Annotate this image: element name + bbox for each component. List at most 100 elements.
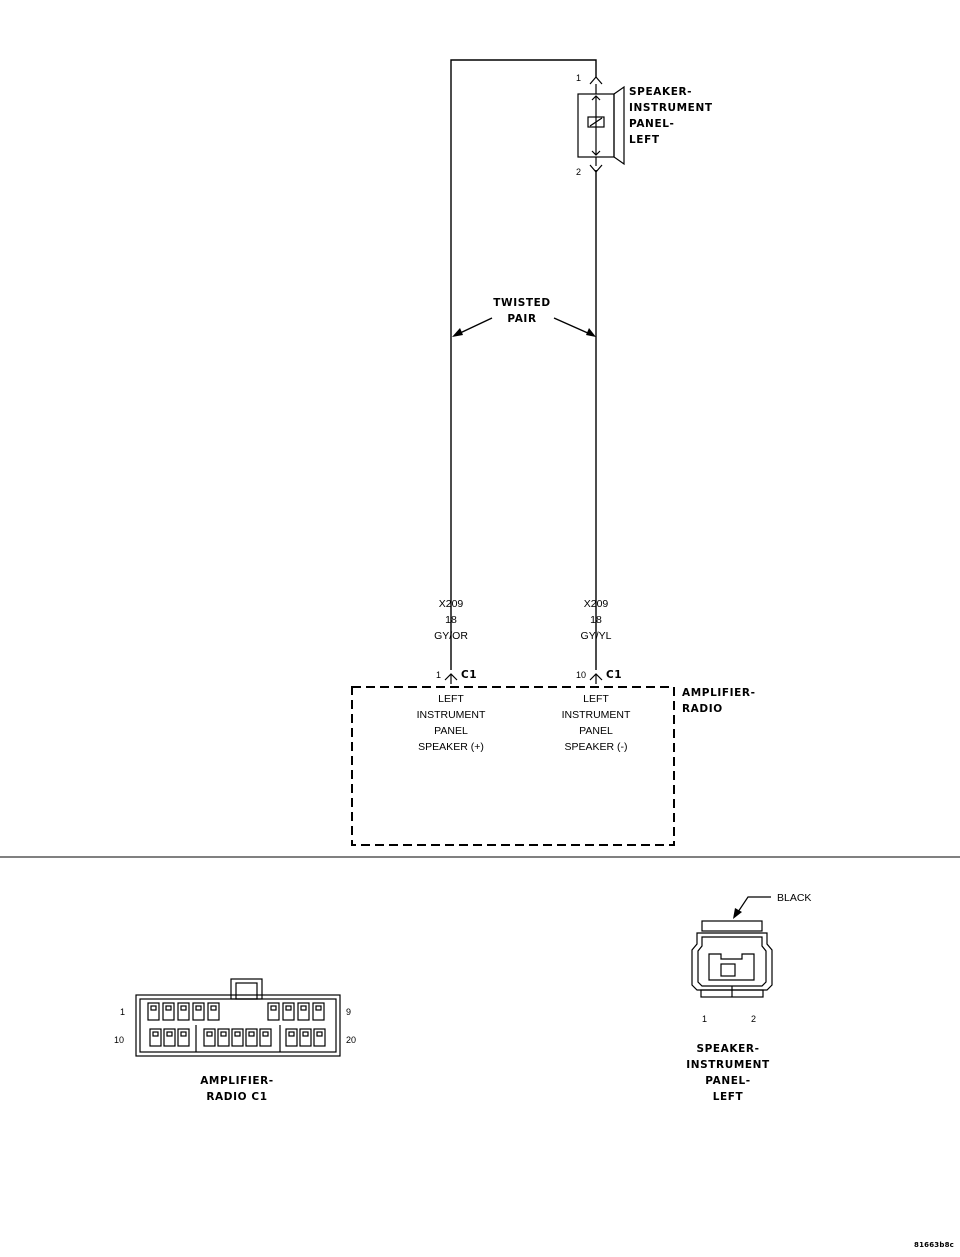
- c1-terminal-contact: [270, 1005, 277, 1011]
- c1-terminal-cavity: [259, 1028, 272, 1047]
- svg-text:PAIR: PAIR: [507, 313, 536, 325]
- c1-caption: AMPLIFIER- RADIO C1: [200, 1075, 274, 1103]
- c1-pin-10-symbol: [589, 673, 603, 684]
- c1-terminal-cavity: [149, 1028, 162, 1047]
- c1-terminal-contact: [195, 1005, 202, 1011]
- wire-left-label: X209 18 GY/OR: [434, 598, 468, 642]
- svg-text:INSTRUMENT: INSTRUMENT: [562, 709, 631, 721]
- c1-terminal-contact: [166, 1031, 173, 1037]
- wire-right-label: X209 18 GY/YL: [581, 598, 612, 642]
- c1-terminal-cavity: [312, 1002, 325, 1021]
- svg-text:LEFT: LEFT: [583, 693, 609, 705]
- c1-terminal-contact: [220, 1031, 227, 1037]
- c1-face-pin-10: 10: [114, 1035, 124, 1045]
- svg-text:AMPLIFIER-: AMPLIFIER-: [682, 687, 756, 699]
- speaker-pin-1: 1: [576, 73, 581, 83]
- svg-text:GY/YL: GY/YL: [581, 630, 612, 642]
- svg-text:PANEL: PANEL: [579, 725, 613, 737]
- c1-terminal-contact: [210, 1005, 217, 1011]
- amplifier-pin-1-function: LEFT INSTRUMENT PANEL SPEAKER (+): [417, 693, 486, 753]
- wire-left: [450, 59, 597, 670]
- svg-text:LEFT: LEFT: [713, 1091, 744, 1103]
- c1-terminal-cavity: [282, 1002, 295, 1021]
- c1-terminal-cavity: [267, 1002, 280, 1021]
- c1-terminal-contact: [180, 1005, 187, 1011]
- speaker-connector-caption: SPEAKER- INSTRUMENT PANEL- LEFT: [686, 1043, 770, 1103]
- svg-text:PANEL: PANEL: [434, 725, 468, 737]
- c1-face-pin-9: 9: [346, 1007, 351, 1017]
- amplifier-radio-box: [351, 686, 675, 846]
- c1-pin-10-connector: C1: [606, 669, 622, 681]
- c1-pin-1-symbol: [444, 673, 458, 684]
- svg-text:INSTRUMENT: INSTRUMENT: [629, 102, 713, 114]
- c1-terminal-contact: [285, 1005, 292, 1011]
- twisted-pair-arrow-left: [452, 317, 493, 337]
- speaker-connector-color: BLACK: [777, 892, 811, 904]
- svg-text:TWISTED: TWISTED: [493, 297, 550, 309]
- c1-terminal-contact: [234, 1031, 241, 1037]
- svg-text:SPEAKER-: SPEAKER-: [696, 1043, 759, 1055]
- c1-terminal-cavity: [177, 1002, 190, 1021]
- svg-text:RADIO: RADIO: [682, 703, 723, 715]
- svg-text:LEFT: LEFT: [629, 134, 660, 146]
- svg-text:X209: X209: [584, 598, 609, 610]
- svg-text:AMPLIFIER-: AMPLIFIER-: [200, 1075, 274, 1087]
- c1-terminal-cavity: [313, 1028, 326, 1047]
- svg-text:X209: X209: [439, 598, 464, 610]
- c1-terminal-contact: [180, 1031, 187, 1037]
- c1-terminal-cavity: [163, 1028, 176, 1047]
- svg-text:18: 18: [445, 614, 457, 626]
- c1-terminal-contact: [300, 1005, 307, 1011]
- speaker-symbol: [577, 76, 625, 173]
- c1-terminal-cavity: [217, 1028, 230, 1047]
- svg-text:GY/OR: GY/OR: [434, 630, 468, 642]
- c1-terminal-cavity: [203, 1028, 216, 1047]
- amplifier-name: AMPLIFIER- RADIO: [682, 687, 756, 715]
- c1-terminal-cavity: [192, 1002, 205, 1021]
- c1-terminal-cavity: [245, 1028, 258, 1047]
- c1-terminal-contact: [262, 1031, 269, 1037]
- c1-terminal-cavity: [297, 1002, 310, 1021]
- twisted-pair-arrow-right: [553, 317, 596, 337]
- c1-terminal-contact: [165, 1005, 172, 1011]
- c1-terminal-contact: [316, 1031, 323, 1037]
- c1-terminal-contact: [152, 1031, 159, 1037]
- twisted-pair-label: TWISTED PAIR: [493, 297, 550, 325]
- speaker-connector-face: [691, 896, 773, 998]
- svg-text:SPEAKER (+): SPEAKER (+): [418, 741, 484, 753]
- svg-text:INSTRUMENT: INSTRUMENT: [417, 709, 486, 721]
- svg-text:LEFT: LEFT: [438, 693, 464, 705]
- c1-terminal-cavity: [285, 1028, 298, 1047]
- c1-pin-1-number: 1: [436, 670, 441, 680]
- c1-terminal-cavity: [231, 1028, 244, 1047]
- c1-terminal-cavity: [177, 1028, 190, 1047]
- c1-face-pin-1: 1: [120, 1007, 125, 1017]
- svg-text:PANEL-: PANEL-: [629, 118, 674, 130]
- speaker-pin-2: 2: [576, 167, 581, 177]
- svg-text:RADIO C1: RADIO C1: [206, 1091, 267, 1103]
- c1-terminal-contact: [248, 1031, 255, 1037]
- c1-terminal-contact: [206, 1031, 213, 1037]
- c1-pin-10-number: 10: [576, 670, 586, 680]
- c1-pin-1-connector: C1: [461, 669, 477, 681]
- c1-face-pin-20: 20: [346, 1035, 356, 1045]
- svg-text:INSTRUMENT: INSTRUMENT: [686, 1059, 770, 1071]
- svg-text:SPEAKER (-): SPEAKER (-): [564, 741, 627, 753]
- c1-terminal-contact: [315, 1005, 322, 1011]
- amplifier-radio-c1-connector-face: [135, 978, 341, 1057]
- svg-text:PANEL-: PANEL-: [705, 1075, 750, 1087]
- c1-terminal-contact: [302, 1031, 309, 1037]
- speaker-connector-pin-1: 1: [702, 1014, 707, 1024]
- c1-terminal-cavity: [207, 1002, 220, 1021]
- svg-text:SPEAKER-: SPEAKER-: [629, 86, 692, 98]
- c1-terminal-cavity: [299, 1028, 312, 1047]
- c1-terminal-contact: [150, 1005, 157, 1011]
- c1-terminal-contact: [288, 1031, 295, 1037]
- speaker-name: SPEAKER- INSTRUMENT PANEL- LEFT: [629, 86, 713, 146]
- speaker-connector-pin-2: 2: [751, 1014, 756, 1024]
- c1-terminal-cavity: [147, 1002, 160, 1021]
- c1-terminal-cavity: [162, 1002, 175, 1021]
- amplifier-pin-10-function: LEFT INSTRUMENT PANEL SPEAKER (-): [562, 693, 631, 753]
- svg-text:18: 18: [590, 614, 602, 626]
